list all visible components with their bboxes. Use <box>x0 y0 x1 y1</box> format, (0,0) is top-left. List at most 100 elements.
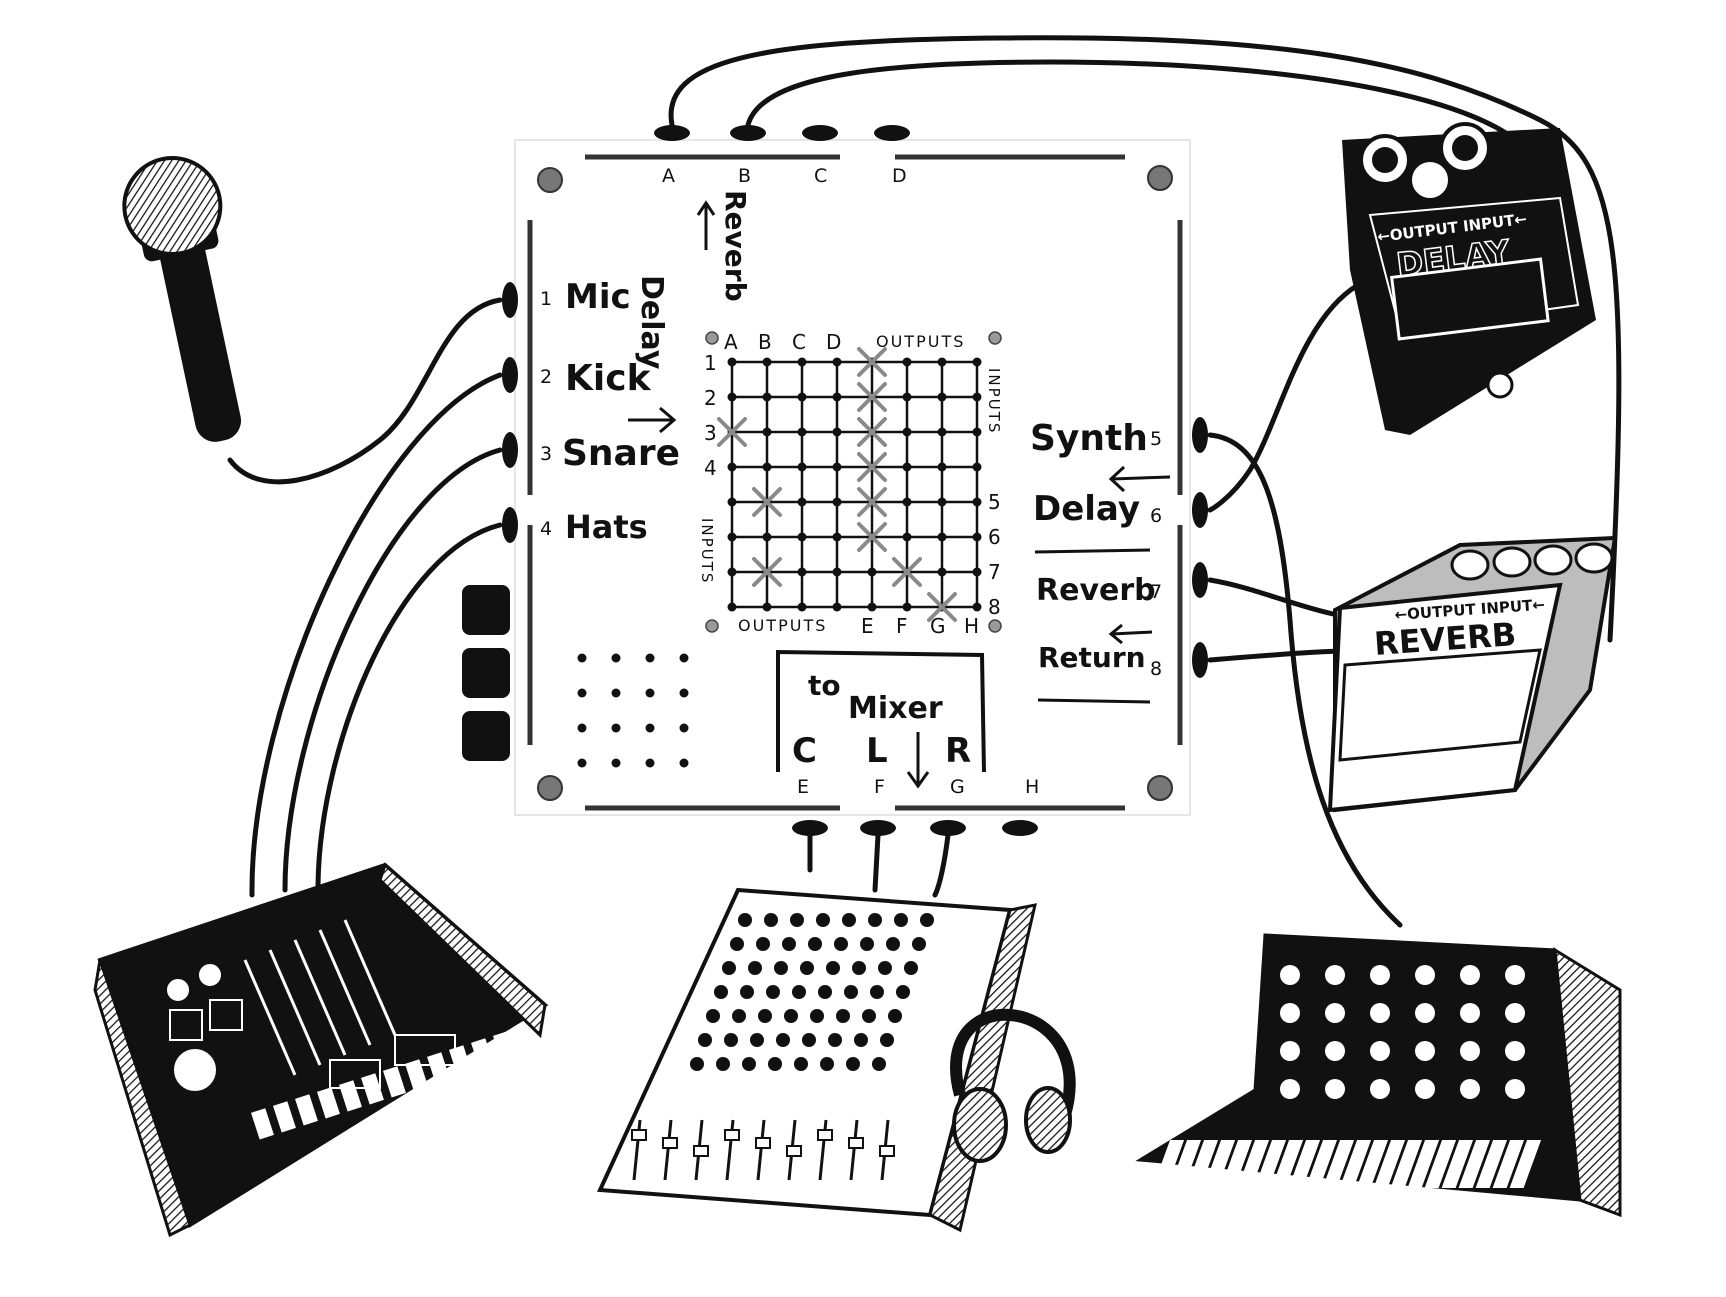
matrix-node[interactable] <box>727 497 737 507</box>
matrix-node[interactable] <box>797 497 807 507</box>
matrix-node[interactable] <box>832 497 842 507</box>
jack-6[interactable] <box>1192 492 1208 528</box>
matrix-node[interactable] <box>972 357 982 367</box>
matrix-node[interactable] <box>972 427 982 437</box>
matrix-node[interactable] <box>762 392 772 402</box>
matrix-connection-x[interactable] <box>857 522 887 552</box>
matrix-node[interactable] <box>797 462 807 472</box>
matrix-node[interactable] <box>727 462 737 472</box>
matrix-node[interactable] <box>797 357 807 367</box>
matrix-node[interactable] <box>937 427 947 437</box>
mixer-knob <box>722 961 736 975</box>
matrix-node[interactable] <box>797 392 807 402</box>
matrix-node[interactable] <box>937 357 947 367</box>
matrix-node[interactable] <box>727 602 737 612</box>
mixer-knob <box>820 1057 834 1071</box>
matrix-node[interactable] <box>937 462 947 472</box>
matrix-connection-x[interactable] <box>857 487 887 517</box>
mixer-knob <box>816 913 830 927</box>
jack-3[interactable] <box>502 432 518 468</box>
jack-2[interactable] <box>502 357 518 393</box>
matrix-node[interactable] <box>972 532 982 542</box>
jack-8[interactable] <box>1192 642 1208 678</box>
matrix-node[interactable] <box>727 532 737 542</box>
matrix-node[interactable] <box>972 567 982 577</box>
port-letters: A B C D E F G H <box>662 165 1039 798</box>
cable-hats <box>315 522 503 888</box>
matrix-node[interactable] <box>832 532 842 542</box>
matrix-node[interactable] <box>762 427 772 437</box>
synth-key <box>1271 1140 1304 1188</box>
matrix-connection-x[interactable] <box>857 382 887 412</box>
matrix-node[interactable] <box>972 602 982 612</box>
matrix-node[interactable] <box>762 462 772 472</box>
matrix-node[interactable] <box>832 462 842 472</box>
matrix-node[interactable] <box>832 602 842 612</box>
matrix-node[interactable] <box>972 462 982 472</box>
matrix-node[interactable] <box>832 427 842 437</box>
matrix-node[interactable] <box>797 567 807 577</box>
matrix-node[interactable] <box>797 532 807 542</box>
jack-c[interactable] <box>802 125 838 141</box>
matrix-node[interactable] <box>972 497 982 507</box>
jack-a[interactable] <box>654 125 690 141</box>
matrix-connection-x[interactable] <box>927 592 957 622</box>
matrix-connection-x[interactable] <box>857 347 887 377</box>
matrix-node[interactable] <box>832 357 842 367</box>
jack-g[interactable] <box>930 820 966 836</box>
cable-kick <box>249 372 503 898</box>
matrix-node[interactable] <box>902 462 912 472</box>
matrix-node[interactable] <box>972 392 982 402</box>
cable-mixer-l <box>872 832 881 893</box>
matrix-connection-x[interactable] <box>857 417 887 447</box>
matrix-node[interactable] <box>867 602 877 612</box>
jack-7[interactable] <box>1192 562 1208 598</box>
matrix-node[interactable] <box>902 357 912 367</box>
matrix-top-label-a: A <box>724 330 738 354</box>
matrix-node[interactable] <box>832 392 842 402</box>
arrow-left-icon <box>1108 465 1171 493</box>
matrix-node[interactable] <box>937 567 947 577</box>
matrix-node[interactable] <box>797 602 807 612</box>
left-num-1: 1 <box>540 288 552 310</box>
matrix-node[interactable] <box>937 392 947 402</box>
port-label-c: C <box>814 165 827 187</box>
synth-key <box>1458 1140 1491 1188</box>
jack-4[interactable] <box>502 507 518 543</box>
jack-1[interactable] <box>502 282 518 318</box>
jack-d[interactable] <box>874 125 910 141</box>
matrix-bottom-label-f: F <box>896 614 908 638</box>
matrix-connection-x[interactable] <box>717 417 747 447</box>
matrix-node[interactable] <box>902 532 912 542</box>
jack-e[interactable] <box>792 820 828 836</box>
synth-knob <box>1280 1003 1300 1023</box>
matrix-node[interactable] <box>727 357 737 367</box>
jack-b[interactable] <box>730 125 766 141</box>
matrix-connection-x[interactable] <box>752 557 782 587</box>
matrix-node[interactable] <box>762 357 772 367</box>
matrix-connection-x[interactable] <box>892 557 922 587</box>
matrix-node[interactable] <box>727 392 737 402</box>
jack-5[interactable] <box>1192 417 1208 453</box>
matrix-node[interactable] <box>727 567 737 577</box>
matrix-node[interactable] <box>832 567 842 577</box>
headphones-icon <box>950 1008 1076 1163</box>
matrix-node[interactable] <box>902 497 912 507</box>
matrix-node[interactable] <box>867 567 877 577</box>
matrix-node[interactable] <box>797 427 807 437</box>
matrix-connection-x[interactable] <box>857 452 887 482</box>
matrix-node[interactable] <box>762 602 772 612</box>
jack-h[interactable] <box>1002 820 1038 836</box>
matrix-node[interactable] <box>902 602 912 612</box>
mixer-knob <box>842 913 856 927</box>
matrix-node[interactable] <box>937 532 947 542</box>
arrow-right-icon <box>628 406 677 434</box>
matrix-grid <box>730 360 979 609</box>
synth-knob <box>1505 965 1525 985</box>
matrix-node[interactable] <box>902 392 912 402</box>
matrix-node[interactable] <box>937 497 947 507</box>
jack-f[interactable] <box>860 820 896 836</box>
matrix-connection-x[interactable] <box>752 487 782 517</box>
matrix-node[interactable] <box>762 532 772 542</box>
matrix-node[interactable] <box>902 427 912 437</box>
